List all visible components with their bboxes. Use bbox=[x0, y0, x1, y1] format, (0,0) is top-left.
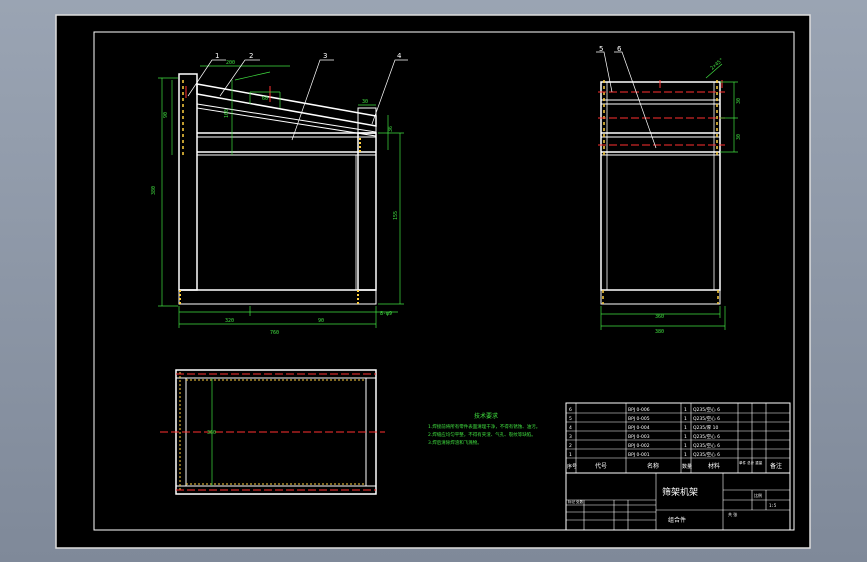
svg-text:30: 30 bbox=[362, 99, 368, 105]
bom-header-material: 材料 bbox=[708, 462, 720, 470]
bom-rows: 6 BPJ 0-006 1 Q235/空心 6 5 BPJ 0-005 1 Q2… bbox=[569, 406, 720, 458]
tech-notes-title: 技术要求 bbox=[474, 412, 498, 420]
bom-row-0-qty: 1 bbox=[684, 407, 687, 413]
bom-header-remark: 备注 bbox=[770, 462, 782, 470]
title-sign-label: 标记 处数 bbox=[568, 499, 584, 504]
top-dim-text: 360 bbox=[207, 430, 216, 436]
title-scale-label: 比例 bbox=[754, 492, 762, 498]
bom-row-1-mat: Q235/空心 6 bbox=[693, 415, 720, 422]
title-scale: 1:5 bbox=[769, 503, 777, 508]
bom-row-3-qty: 1 bbox=[684, 434, 687, 440]
svg-text:36: 36 bbox=[388, 126, 394, 132]
bom-header: 序号 代号 名称 数量 材料 单件 总计 重量 备注 bbox=[567, 460, 782, 470]
balloon-4: 4 bbox=[397, 52, 402, 60]
tech-notes: 技术要求 1.焊接前将所有零件表面清理干净，不得有锈蚀、油污。 2.焊缝应均匀平… bbox=[428, 412, 540, 446]
side-view: 360 380 30 30 2×45° 5 6 bbox=[596, 45, 742, 335]
title-sheet: 共 张 bbox=[728, 511, 737, 517]
bom-row-1-code: BPJ 0-005 bbox=[628, 416, 650, 422]
top-view: 360 bbox=[160, 369, 385, 495]
title-border bbox=[565, 472, 791, 531]
svg-text:60: 60 bbox=[262, 96, 268, 102]
bom-row-5-mat: Q235/空心 6 bbox=[693, 451, 720, 458]
bom-row-5-qty: 1 bbox=[684, 452, 687, 458]
front-balloon-labels: 1 2 3 4 bbox=[215, 52, 402, 60]
bom-header-qty: 数量 bbox=[682, 463, 692, 470]
balloon-6: 6 bbox=[617, 45, 622, 53]
svg-text:30: 30 bbox=[736, 134, 742, 140]
bom-row-1-qty: 1 bbox=[684, 416, 687, 422]
balloon-5: 5 bbox=[599, 45, 603, 53]
bom-header-code: 代号 bbox=[595, 462, 607, 470]
svg-text:760: 760 bbox=[270, 330, 279, 336]
bom-row-0-code: BPJ 0-006 bbox=[628, 407, 650, 413]
bom-row-0-mat: Q235/空心 6 bbox=[693, 406, 720, 413]
tech-note-1: 1.焊接前将所有零件表面清理干净，不得有锈蚀、油污。 bbox=[428, 423, 540, 430]
front-dim-text: 380 90 320 760 90 155 36 100 200 60 30 8… bbox=[151, 60, 399, 336]
bom-row-3-mat: Q235/空心 6 bbox=[693, 433, 720, 440]
drawing-frame bbox=[93, 31, 795, 531]
side-base bbox=[600, 289, 721, 305]
svg-text:155: 155 bbox=[393, 211, 399, 220]
top-hidden bbox=[179, 372, 366, 492]
bom-row-0-no: 6 bbox=[569, 407, 572, 413]
bom-row-5-no: 1 bbox=[569, 452, 572, 458]
bom-grid bbox=[566, 403, 790, 473]
balloon-3: 3 bbox=[323, 52, 327, 60]
title-block: 筛架机架 组合件 标记 处数 比例 1:5 共 张 bbox=[565, 472, 791, 531]
bom-row-2-no: 4 bbox=[569, 425, 572, 431]
bom-row-4-no: 2 bbox=[569, 443, 572, 449]
svg-text:8-φ9: 8-φ9 bbox=[380, 311, 392, 317]
svg-text:380: 380 bbox=[655, 329, 664, 335]
tech-note-2: 2.焊缝应均匀平整，不得有夹渣、气孔、裂纹等缺陷。 bbox=[428, 431, 536, 438]
sheet-border bbox=[55, 14, 811, 549]
top-centerlines bbox=[160, 373, 385, 491]
bom-header-weight: 单件 总计 重量 bbox=[739, 460, 763, 465]
front-base bbox=[178, 289, 377, 305]
bom-row-4-mat: Q235/空心 6 bbox=[693, 442, 720, 449]
bom-row-3-code: BPJ 0-003 bbox=[628, 434, 650, 440]
bom-header-name: 名称 bbox=[647, 462, 659, 470]
svg-text:360: 360 bbox=[655, 314, 664, 320]
bom-row-4-qty: 1 bbox=[684, 443, 687, 449]
bom-row-4-code: BPJ 0-002 bbox=[628, 443, 650, 449]
side-leaders bbox=[596, 51, 657, 149]
svg-text:90: 90 bbox=[163, 112, 169, 118]
bom-row-5-code: BPJ 0-001 bbox=[628, 452, 650, 458]
drawing-subtitle: 组合件 bbox=[668, 516, 686, 524]
front-right-bracket bbox=[357, 107, 377, 134]
side-centerlines bbox=[598, 80, 725, 146]
front-dimensions bbox=[158, 65, 404, 328]
bom-row-3-no: 3 bbox=[569, 434, 572, 440]
drawing-title: 筛架机架 bbox=[662, 486, 698, 498]
svg-text:320: 320 bbox=[225, 318, 234, 324]
bom-table: 6 BPJ 0-006 1 Q235/空心 6 5 BPJ 0-005 1 Q2… bbox=[565, 402, 791, 474]
bom-row-2-code: BPJ 0-004 bbox=[628, 425, 650, 431]
side-dimensions bbox=[600, 63, 738, 330]
bom-row-2-mat: Q235/厚 10 bbox=[693, 425, 718, 431]
title-grid bbox=[566, 473, 790, 530]
balloon-2: 2 bbox=[249, 52, 253, 60]
svg-text:30: 30 bbox=[736, 98, 742, 104]
bom-row-1-no: 5 bbox=[569, 416, 572, 422]
svg-text:100: 100 bbox=[224, 109, 230, 118]
tech-note-3: 3.焊后清除焊渣和飞溅物。 bbox=[428, 439, 482, 446]
svg-text:90: 90 bbox=[318, 318, 324, 324]
bom-row-2-qty: 1 bbox=[684, 425, 687, 431]
bom-header-no: 序号 bbox=[567, 463, 577, 470]
balloon-1: 1 bbox=[215, 52, 219, 60]
svg-text:200: 200 bbox=[226, 60, 235, 66]
side-balloon-labels: 5 6 bbox=[599, 45, 622, 53]
front-leaders bbox=[187, 59, 408, 141]
incline-rail-lower bbox=[196, 103, 377, 137]
svg-text:380: 380 bbox=[151, 186, 157, 195]
front-view: 380 90 320 760 90 155 36 100 200 60 30 8… bbox=[151, 52, 408, 336]
